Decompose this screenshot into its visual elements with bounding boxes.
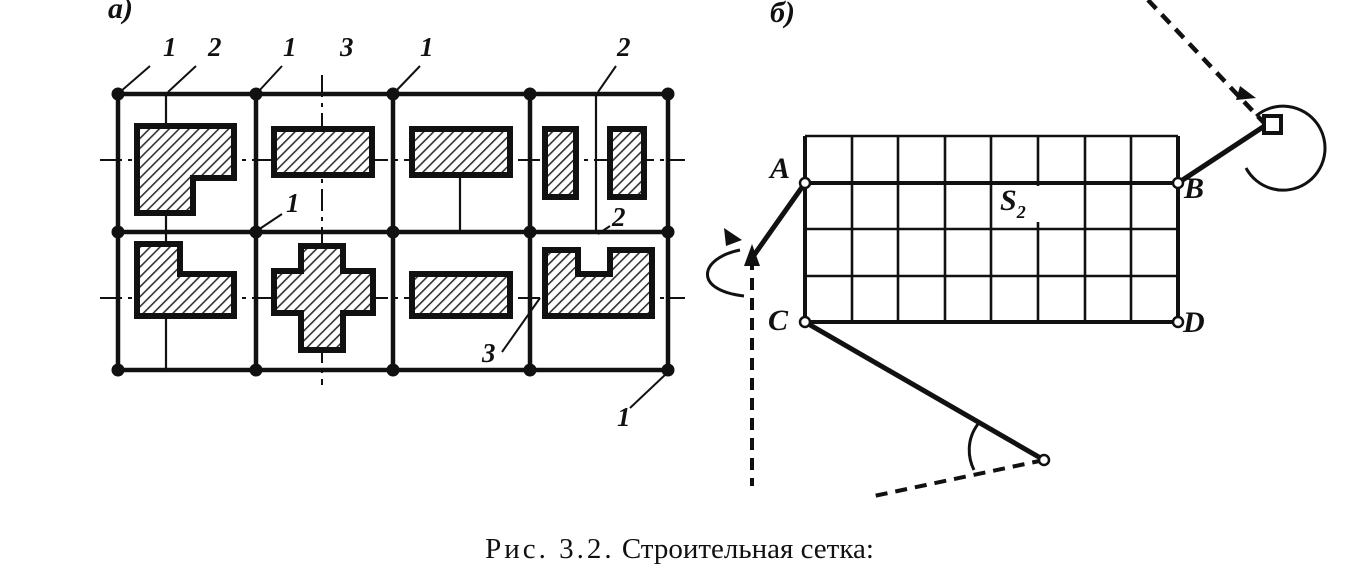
building-rect-1: [271, 126, 375, 178]
building-u-shape: [542, 247, 655, 319]
area-label: S2: [1000, 184, 1026, 222]
dashed-baseline-1: [1146, 0, 1268, 127]
caption-prefix: Рис. 3.2.: [485, 533, 615, 565]
grid-label: 1: [420, 32, 434, 62]
point-a-marker: [798, 176, 812, 190]
panel-a-buildings: [134, 123, 655, 353]
panel-a: а): [100, 0, 685, 432]
grid-label: 1: [286, 188, 300, 218]
grid-label: 1: [283, 32, 297, 62]
instrument-station-icon: [1262, 114, 1283, 135]
grid-label: 1: [617, 402, 631, 432]
point-c-label: C: [768, 304, 789, 337]
arrowhead: [744, 244, 760, 266]
panel-b-survey-lines: [749, 0, 1268, 498]
arc-arrow-right: [1236, 86, 1256, 100]
panel-a-label: а): [108, 0, 133, 25]
panel-b-angle-arcs: [706, 104, 1327, 471]
angle-arc-bottom: [967, 423, 980, 471]
grid-label: 2: [611, 202, 626, 232]
angle-arc-right: [1244, 104, 1327, 192]
panel-a-leader-lines: [119, 65, 667, 409]
grid-label: 3: [481, 338, 496, 368]
line-a-to-station: [749, 181, 808, 260]
building-l-shape: [134, 123, 237, 216]
grid-label: 3: [339, 32, 354, 62]
angle-arc-left: [706, 248, 745, 298]
area-label-background: [998, 186, 1040, 222]
building-small-1: [542, 126, 579, 200]
building-rect-3: [409, 271, 513, 319]
building-l-shape-2: [134, 241, 237, 319]
point-d-marker: [1171, 315, 1185, 329]
line-c-to-station: [803, 319, 1046, 463]
panel-b-grid: [803, 134, 1180, 324]
grid-label: 1: [163, 32, 177, 62]
line-b-to-station: [1176, 122, 1268, 186]
panel-a-number-labels: 1 2 1 3 1 2 1 2 3 1: [163, 32, 631, 432]
dashed-baseline-3: [873, 458, 1045, 498]
figure-caption: Рис. 3.2. Строительная сетка:: [0, 532, 1359, 566]
caption-text: Строительная сетка:: [621, 533, 874, 565]
point-a-label: A: [768, 152, 790, 185]
panel-b: б): [706, 0, 1327, 498]
point-b-marker: [1171, 176, 1185, 190]
grid-label: 2: [616, 32, 631, 62]
point-c-marker: [798, 315, 812, 329]
panel-b-label: б): [770, 0, 795, 29]
arc-arrow-left: [724, 228, 742, 246]
building-small-2: [607, 126, 647, 200]
building-rect-2: [409, 126, 513, 178]
panel-b-points: [798, 176, 1185, 467]
building-cross: [271, 243, 376, 353]
point-d-label: D: [1182, 306, 1205, 339]
point-b-label: B: [1183, 172, 1204, 205]
station-marker: [1037, 453, 1051, 467]
grid-label: 2: [207, 32, 222, 62]
